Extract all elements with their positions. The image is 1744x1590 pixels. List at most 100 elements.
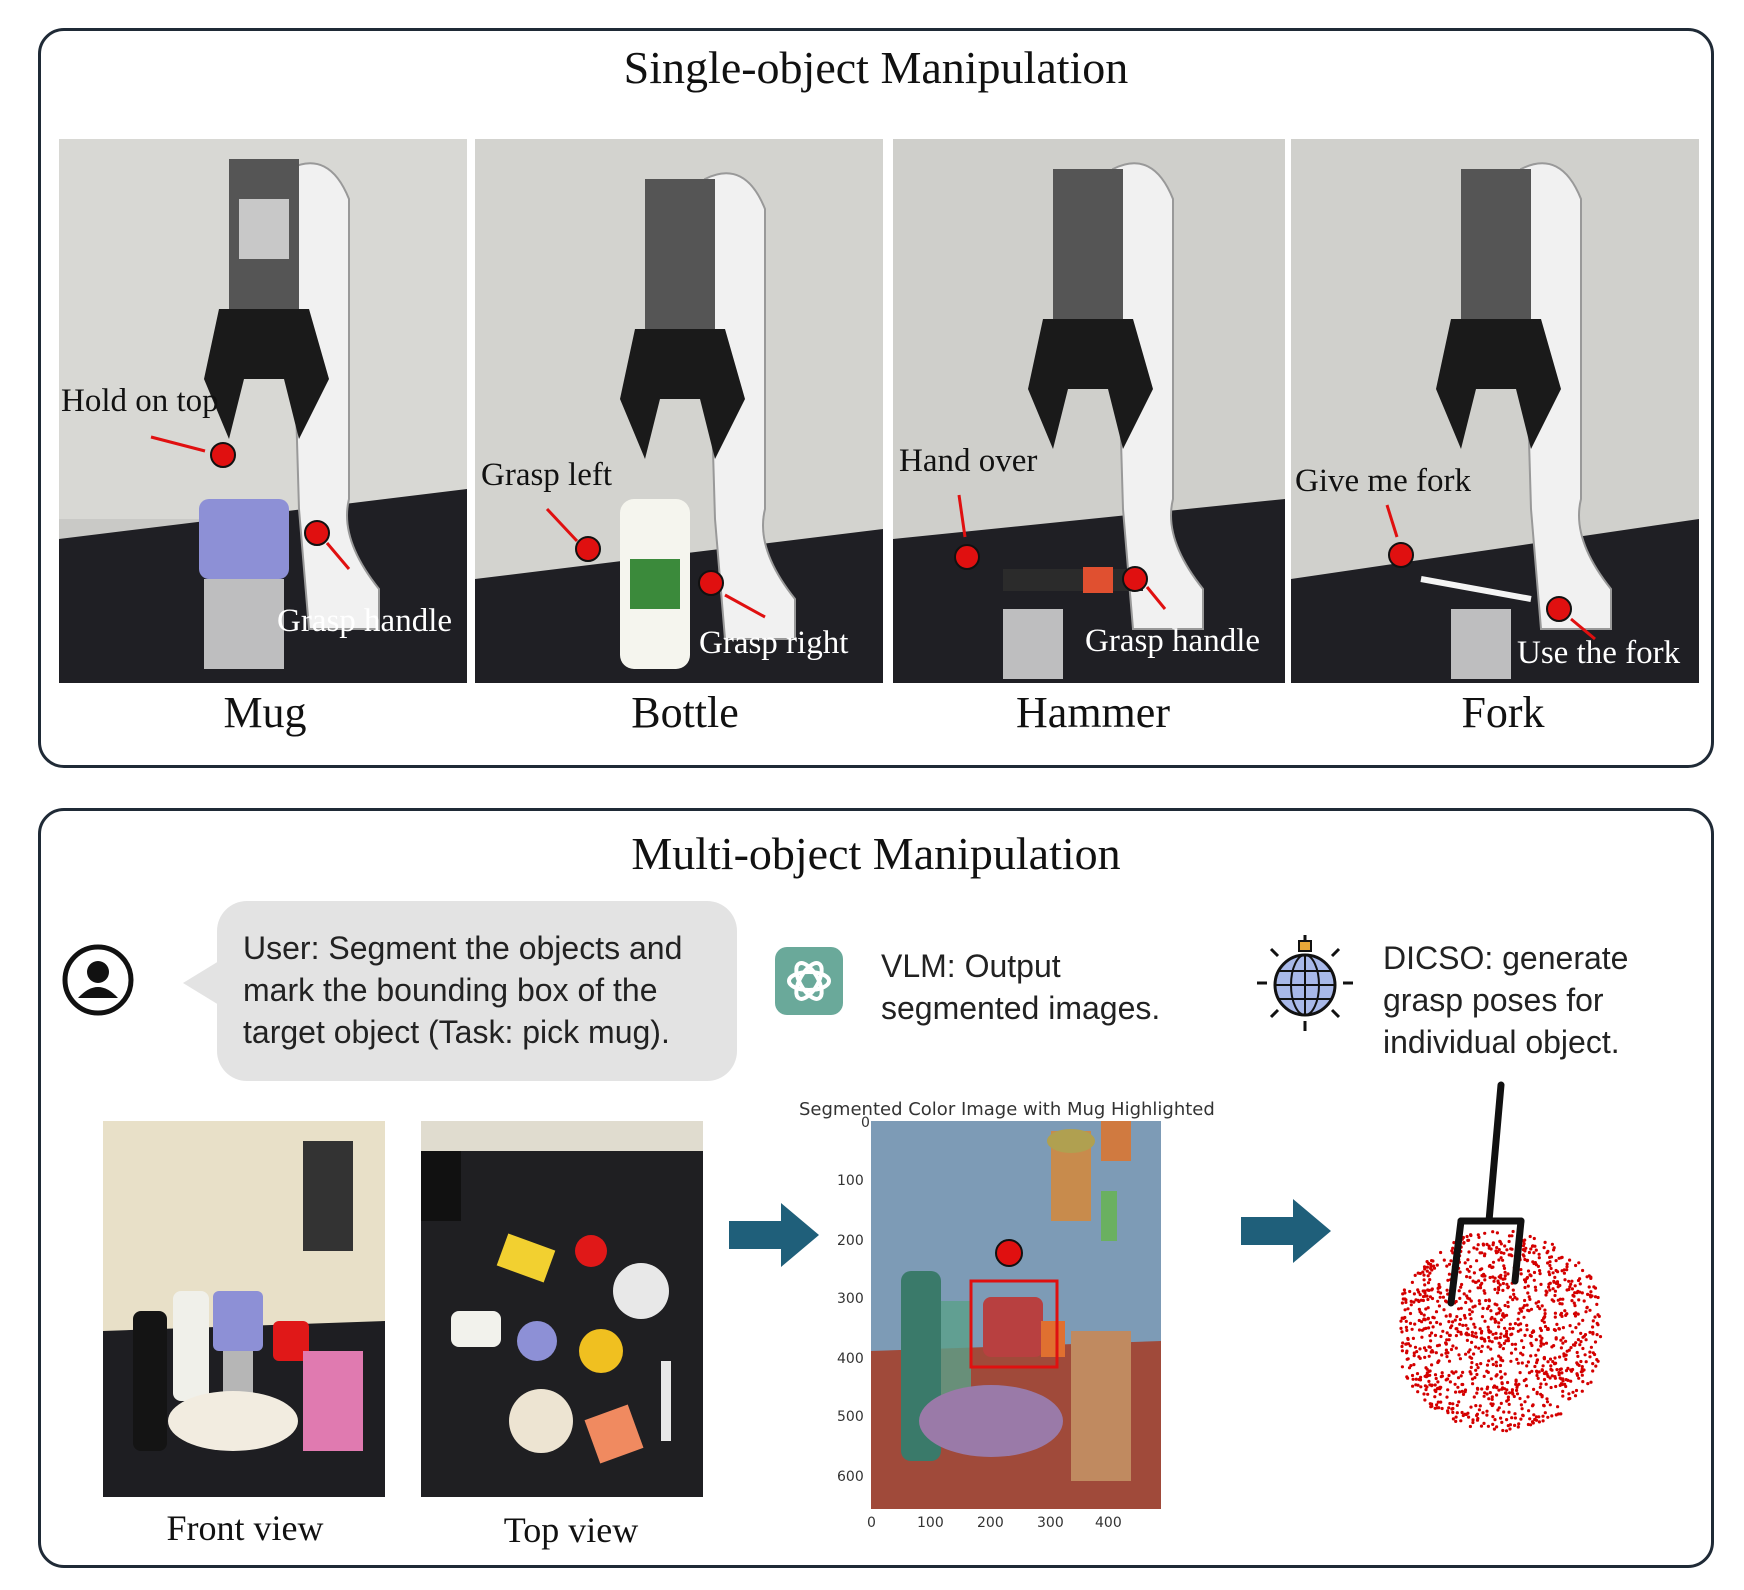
point-cloud-point bbox=[1515, 1388, 1519, 1392]
point-cloud-point bbox=[1412, 1292, 1416, 1296]
point-cloud-point bbox=[1481, 1306, 1485, 1310]
point-cloud-point bbox=[1558, 1302, 1562, 1306]
point-cloud-point bbox=[1481, 1242, 1485, 1246]
point-cloud-point bbox=[1560, 1314, 1564, 1318]
point-cloud-point bbox=[1552, 1279, 1556, 1283]
label-bottle: Bottle bbox=[631, 688, 739, 737]
point-cloud-point bbox=[1458, 1296, 1462, 1300]
point-cloud-point bbox=[1510, 1388, 1514, 1392]
point-cloud-point bbox=[1520, 1407, 1524, 1411]
point-cloud-point bbox=[1570, 1299, 1574, 1303]
point-cloud-point bbox=[1433, 1406, 1437, 1410]
point-cloud-point bbox=[1428, 1334, 1432, 1338]
point-cloud-point bbox=[1516, 1361, 1520, 1365]
point-cloud-point bbox=[1439, 1400, 1443, 1404]
point-cloud-point bbox=[1418, 1310, 1422, 1314]
point-cloud-point bbox=[1491, 1422, 1495, 1426]
point-cloud-point bbox=[1574, 1341, 1578, 1345]
point-cloud-point bbox=[1454, 1390, 1458, 1394]
point-cloud-point bbox=[1577, 1261, 1581, 1265]
point-cloud-point bbox=[1574, 1326, 1578, 1330]
point-cloud-point bbox=[1515, 1392, 1520, 1396]
point-cloud-point bbox=[1473, 1325, 1477, 1329]
point-cloud-point bbox=[1540, 1336, 1544, 1340]
point-cloud-point bbox=[1570, 1330, 1574, 1334]
point-cloud-point bbox=[1445, 1395, 1449, 1399]
point-cloud-point bbox=[1497, 1311, 1501, 1315]
point-cloud-point bbox=[1532, 1330, 1536, 1334]
fork-annotation-give: Give me fork bbox=[1295, 463, 1471, 499]
point-cloud-point bbox=[1465, 1294, 1469, 1298]
point-cloud-point bbox=[1447, 1262, 1452, 1266]
point-cloud-point bbox=[1424, 1388, 1428, 1392]
point-cloud-point bbox=[1428, 1321, 1432, 1325]
hammer-annotation-handle: Grasp handle bbox=[1085, 623, 1261, 659]
point-cloud-point bbox=[1506, 1305, 1510, 1309]
point-cloud-point bbox=[1405, 1357, 1409, 1361]
point-cloud-point bbox=[1516, 1329, 1520, 1333]
point-cloud-point bbox=[1559, 1367, 1563, 1371]
point-cloud-point bbox=[1503, 1314, 1507, 1318]
point-cloud-point bbox=[1499, 1358, 1503, 1362]
point-cloud-point bbox=[1586, 1292, 1590, 1296]
point-cloud-point bbox=[1509, 1333, 1513, 1337]
point-cloud-point bbox=[1593, 1315, 1597, 1319]
point-cloud-point bbox=[1553, 1375, 1557, 1379]
point-cloud-point bbox=[1467, 1250, 1471, 1254]
point-cloud-point bbox=[1538, 1272, 1542, 1276]
point-cloud-point bbox=[1550, 1374, 1554, 1378]
gripper-pose bbox=[1447, 1081, 1525, 1307]
point-cloud-point bbox=[1447, 1359, 1452, 1363]
point-cloud-point bbox=[1496, 1291, 1500, 1295]
point-cloud-point bbox=[1425, 1265, 1429, 1269]
right-arrow-icon bbox=[729, 1203, 819, 1267]
point-cloud-point bbox=[1542, 1342, 1546, 1346]
point-cloud-points bbox=[1399, 1229, 1603, 1433]
point-cloud-point bbox=[1537, 1252, 1541, 1256]
point-cloud-point bbox=[1440, 1371, 1444, 1375]
point-cloud-point bbox=[1520, 1361, 1524, 1365]
point-cloud-point bbox=[1435, 1387, 1439, 1391]
point-cloud-point bbox=[1487, 1335, 1491, 1340]
point-cloud-point bbox=[1426, 1261, 1430, 1265]
point-cloud-point bbox=[1567, 1348, 1571, 1352]
point-cloud-point bbox=[1577, 1376, 1581, 1380]
point-cloud-point bbox=[1539, 1339, 1543, 1343]
point-cloud-point bbox=[1459, 1285, 1463, 1289]
point-cloud-point bbox=[1551, 1271, 1555, 1275]
point-cloud-point bbox=[1554, 1259, 1558, 1263]
multi-panel-title: Multi-object Manipulation bbox=[631, 828, 1121, 879]
point-cloud-point bbox=[1483, 1278, 1487, 1282]
point-cloud-point bbox=[1539, 1282, 1543, 1286]
point-cloud-point bbox=[1522, 1304, 1526, 1308]
point-cloud-point bbox=[1561, 1297, 1565, 1301]
point-cloud-point bbox=[1400, 1301, 1404, 1305]
point-cloud-point bbox=[1512, 1394, 1516, 1399]
single-object-panel: Single-object Manipulation Hold on top G… bbox=[38, 28, 1714, 768]
point-cloud-point bbox=[1465, 1338, 1469, 1342]
point-cloud-point bbox=[1521, 1248, 1525, 1252]
point-cloud-point bbox=[1507, 1239, 1511, 1244]
point-cloud-point bbox=[1514, 1378, 1518, 1382]
point-cloud-point bbox=[1469, 1317, 1473, 1321]
point-cloud-point bbox=[1427, 1345, 1431, 1349]
point-cloud-point bbox=[1427, 1369, 1431, 1373]
point-cloud-point bbox=[1451, 1417, 1455, 1421]
point-cloud-point bbox=[1572, 1301, 1576, 1305]
point-cloud-point bbox=[1410, 1327, 1414, 1331]
point-cloud-point bbox=[1563, 1382, 1567, 1386]
point-cloud-point bbox=[1457, 1289, 1461, 1293]
point-cloud-point bbox=[1568, 1324, 1572, 1328]
point-cloud-point bbox=[1498, 1308, 1502, 1312]
point-cloud-point bbox=[1522, 1278, 1527, 1282]
point-cloud-point bbox=[1517, 1422, 1521, 1426]
point-cloud-point bbox=[1478, 1302, 1482, 1306]
point-cloud-point bbox=[1571, 1367, 1575, 1372]
point-cloud-point bbox=[1528, 1234, 1532, 1239]
point-cloud-point bbox=[1502, 1264, 1506, 1268]
point-cloud-point bbox=[1454, 1299, 1458, 1304]
point-cloud-point bbox=[1437, 1406, 1441, 1410]
point-cloud-point bbox=[1490, 1395, 1494, 1399]
point-cloud-point bbox=[1513, 1416, 1517, 1420]
point-cloud-point bbox=[1488, 1339, 1492, 1343]
